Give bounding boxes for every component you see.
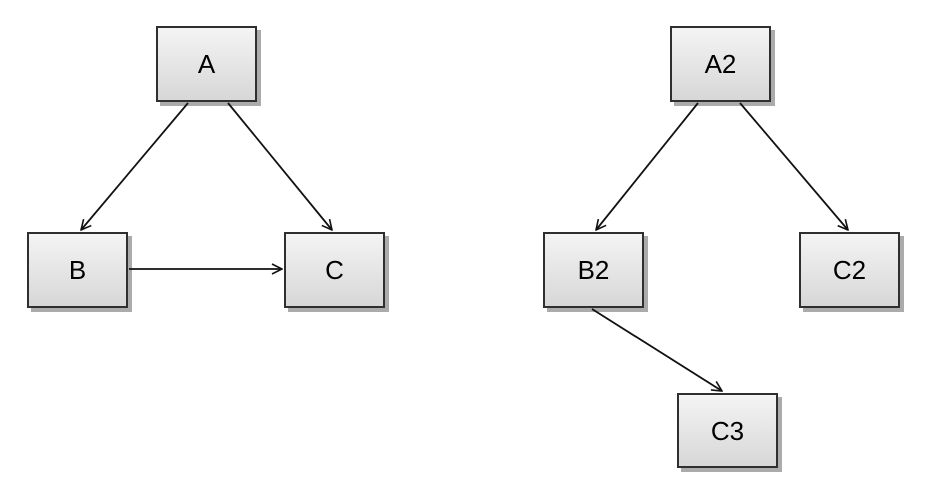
node-A2[interactable]: A2 xyxy=(670,26,771,102)
node-label-A: A xyxy=(197,49,216,79)
node-C2[interactable]: C2 xyxy=(799,232,900,308)
node-label-C3: C3 xyxy=(710,415,745,446)
node-C[interactable]: C xyxy=(284,232,385,308)
node-C3[interactable]: C3 xyxy=(677,393,778,468)
edge-A-C[interactable] xyxy=(227,102,332,230)
node-A[interactable]: A xyxy=(156,26,257,102)
node-label-C2: C2 xyxy=(832,255,867,285)
node-label-B: B xyxy=(68,255,87,285)
edge-B2-C3[interactable] xyxy=(591,308,722,391)
node-label-A2: A2 xyxy=(704,49,737,79)
node-B[interactable]: B xyxy=(27,232,128,308)
edge-A-B[interactable] xyxy=(81,102,189,230)
node-label-C: C xyxy=(325,255,344,285)
edge-A2-B2[interactable] xyxy=(596,102,699,230)
node-B2[interactable]: B2 xyxy=(543,232,644,308)
node-label-B2: B2 xyxy=(577,255,610,285)
edge-A2-C2[interactable] xyxy=(739,102,848,230)
